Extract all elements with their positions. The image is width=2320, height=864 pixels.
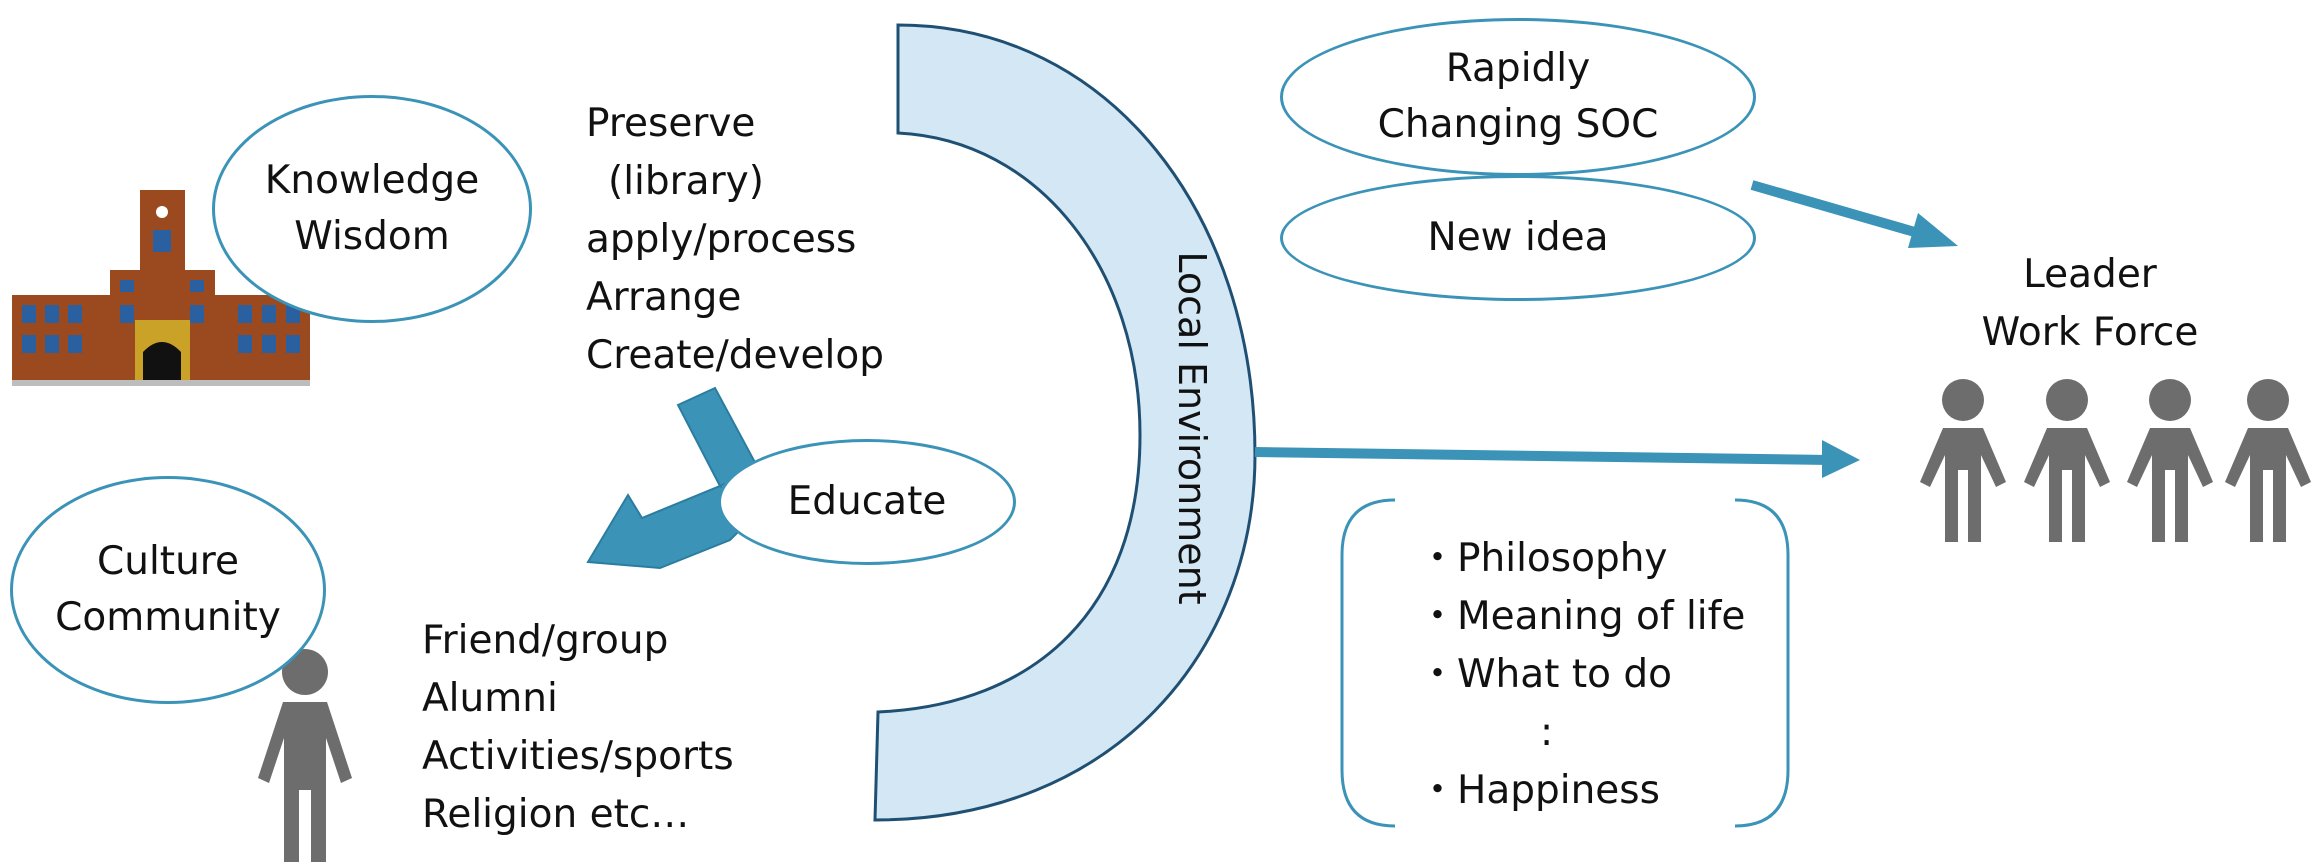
educate-arrow-head — [586, 484, 762, 570]
university-building-icon — [12, 190, 310, 386]
function-apply-process: apply/process — [586, 217, 857, 262]
rapidly-label: Rapidly — [1445, 46, 1591, 91]
community-label: Community — [55, 595, 281, 640]
work-force-label: Work Force — [1981, 310, 2199, 355]
culture-community-ellipse: Culture Community — [10, 476, 326, 704]
leader-label: Leader — [2023, 252, 2157, 297]
value-philosophy: ・Philosophy — [1418, 536, 1668, 581]
item-alumni: Alumni — [422, 676, 558, 721]
value-what-to-do: ・What to do — [1418, 652, 1673, 697]
function-library: (library) — [608, 159, 764, 204]
community-items: Friend/group Alumni Activities/sports Re… — [422, 612, 734, 844]
value-meaning-of-life: ・Meaning of life — [1418, 594, 1746, 639]
new-idea-ellipse: New idea — [1280, 175, 1756, 301]
item-religion: Religion etc… — [422, 792, 690, 837]
local-to-workforce-arrow — [1254, 440, 1860, 478]
function-arrange: Arrange — [586, 275, 742, 320]
leader-workforce-label: Leader Work Force — [1960, 246, 2220, 362]
university-functions: Preserve (library) apply/process Arrange… — [586, 95, 884, 385]
local-environment-band — [873, 23, 1257, 822]
new-idea-label: New idea — [1427, 215, 1609, 260]
local-environment-label: Local Environment — [1170, 251, 1214, 605]
educate-label: Educate — [787, 479, 947, 524]
item-activities-sports: Activities/sports — [422, 734, 734, 779]
values-bracket — [1340, 498, 1790, 828]
wisdom-label: Wisdom — [294, 214, 450, 259]
knowledge-wisdom-ellipse: Knowledge Wisdom — [212, 95, 532, 323]
culture-label: Culture — [97, 539, 239, 584]
educate-ellipse: Educate — [718, 439, 1016, 565]
workforce-people-icon — [1920, 379, 2311, 542]
person-icon — [258, 649, 352, 862]
item-friend-group: Friend/group — [422, 618, 669, 663]
function-preserve: Preserve — [586, 101, 756, 146]
value-happiness: ・Happiness — [1418, 768, 1660, 813]
function-create-develop: Create/develop — [586, 333, 885, 378]
changing-soc-label: Changing SOC — [1377, 102, 1659, 147]
rapidly-changing-soc-ellipse: Rapidly Changing SOC — [1280, 18, 1756, 176]
values-list: ・Philosophy ・Meaning of life ・What to do… — [1418, 530, 1745, 820]
ideas-to-leader-arrow — [1750, 180, 1958, 248]
knowledge-label: Knowledge — [264, 158, 480, 203]
value-ellipsis: : — [1540, 710, 1554, 755]
